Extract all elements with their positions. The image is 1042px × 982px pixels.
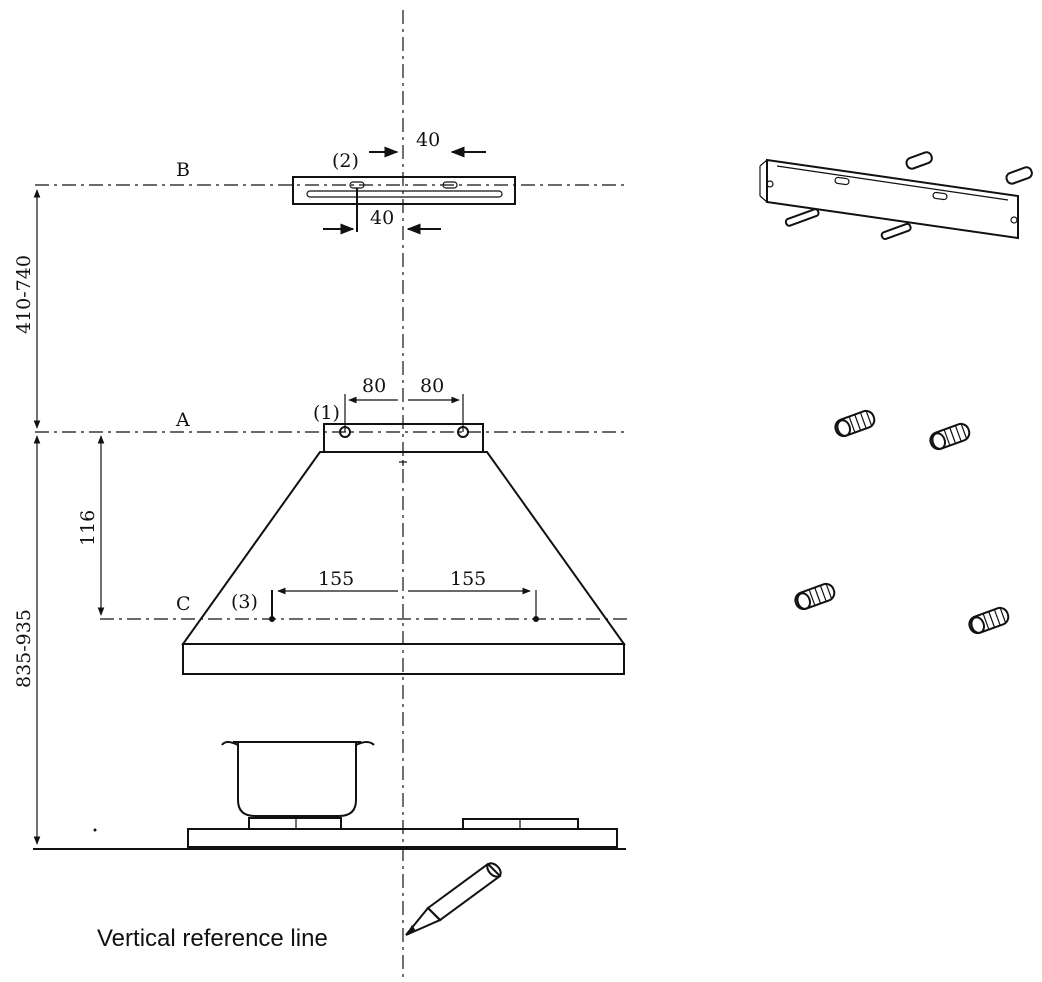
line-b-label: B — [176, 159, 190, 181]
hob — [33, 817, 626, 850]
dim-hole-right: 80 — [420, 375, 444, 397]
wall-plug-icon — [905, 151, 1033, 185]
pencil-icon — [405, 862, 502, 936]
cooker-hood — [181, 423, 626, 675]
caption: Vertical reference line — [97, 925, 328, 952]
dim-top-left: 40 — [370, 207, 394, 229]
bracket-part-icon — [759, 158, 1019, 240]
line-a-label: A — [175, 409, 190, 431]
pot — [221, 741, 375, 817]
dim-top-right: 40 — [416, 129, 440, 151]
wall-bracket — [292, 176, 516, 205]
screw-icon — [784, 208, 912, 241]
dim-lower-left: 155 — [318, 568, 354, 590]
dim-a-to-hob: 835-935 — [13, 609, 35, 688]
dim-hole-left: 80 — [362, 375, 386, 397]
line-c-label: C — [176, 593, 191, 615]
callout-1: (1) — [313, 402, 340, 424]
dim-b-to-a: 410-740 — [13, 255, 35, 334]
callout-3: (3) — [231, 591, 258, 613]
dim-a-to-c: 116 — [77, 510, 99, 546]
dim-lower-right: 155 — [450, 568, 486, 590]
wall-plugs-icon — [794, 409, 1010, 635]
callout-2: (2) — [332, 150, 359, 172]
